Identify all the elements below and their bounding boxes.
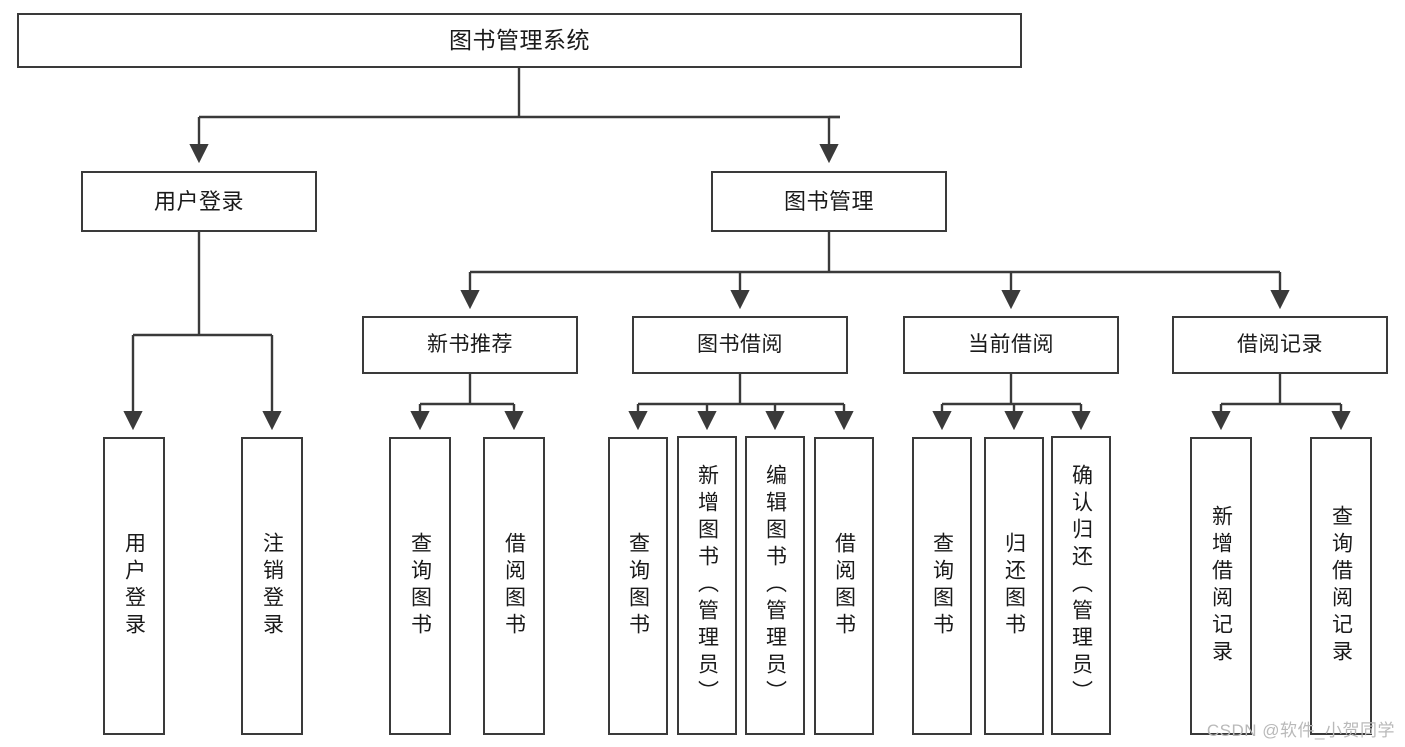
node-label: 用户登录 — [122, 532, 146, 640]
node-label: 图书管理系统 — [449, 26, 590, 53]
node-label: 借阅图书 — [502, 532, 526, 640]
node-label: 查询图书 — [930, 532, 954, 640]
node-label: 当前借阅 — [968, 332, 1054, 356]
leaf-return-book[interactable]: 归还图书 — [984, 437, 1044, 735]
node-book-management[interactable]: 图书管理 — [711, 171, 947, 232]
leaf-query-book-recommend[interactable]: 查询图书 — [389, 437, 451, 735]
node-label: 确认归还（管理员） — [1069, 464, 1093, 707]
leaf-add-book-admin[interactable]: 新增图书（管理员） — [677, 436, 737, 735]
node-label: 图书管理 — [783, 188, 874, 214]
node-label: 查询图书 — [408, 532, 432, 640]
leaf-edit-book-admin[interactable]: 编辑图书（管理员） — [745, 436, 805, 735]
leaf-user-login[interactable]: 用户登录 — [103, 437, 165, 735]
leaf-query-book-borrow[interactable]: 查询图书 — [608, 437, 668, 735]
node-label: 借阅记录 — [1237, 332, 1323, 356]
node-label: 用户登录 — [153, 188, 244, 214]
node-label: 查询借阅记录 — [1329, 505, 1353, 667]
leaf-confirm-return-admin[interactable]: 确认归还（管理员） — [1051, 436, 1111, 735]
node-label: 查询图书 — [626, 532, 650, 640]
node-current-borrow[interactable]: 当前借阅 — [903, 316, 1119, 374]
node-label: 新增借阅记录 — [1209, 505, 1233, 667]
leaf-query-book-current[interactable]: 查询图书 — [912, 437, 972, 735]
node-root[interactable]: 图书管理系统 — [17, 13, 1022, 68]
node-label: 借阅图书 — [832, 532, 856, 640]
leaf-add-borrow-record[interactable]: 新增借阅记录 — [1190, 437, 1252, 735]
node-label: 新增图书（管理员） — [695, 464, 719, 707]
node-user-login[interactable]: 用户登录 — [81, 171, 317, 232]
leaf-query-borrow-record[interactable]: 查询借阅记录 — [1310, 437, 1372, 735]
node-label: 归还图书 — [1002, 532, 1026, 640]
node-borrow-record[interactable]: 借阅记录 — [1172, 316, 1388, 374]
leaf-borrow-book[interactable]: 借阅图书 — [814, 437, 874, 735]
node-new-book-recommend[interactable]: 新书推荐 — [362, 316, 578, 374]
leaf-borrow-book-recommend[interactable]: 借阅图书 — [483, 437, 545, 735]
node-label: 新书推荐 — [427, 332, 513, 356]
node-label: 图书借阅 — [697, 332, 783, 356]
node-label: 编辑图书（管理员） — [763, 464, 787, 707]
node-label: 注销登录 — [260, 532, 284, 640]
leaf-logout[interactable]: 注销登录 — [241, 437, 303, 735]
csdn-watermark: CSDN @软件_小贺同学 — [1206, 721, 1395, 740]
node-book-borrow[interactable]: 图书借阅 — [632, 316, 848, 374]
